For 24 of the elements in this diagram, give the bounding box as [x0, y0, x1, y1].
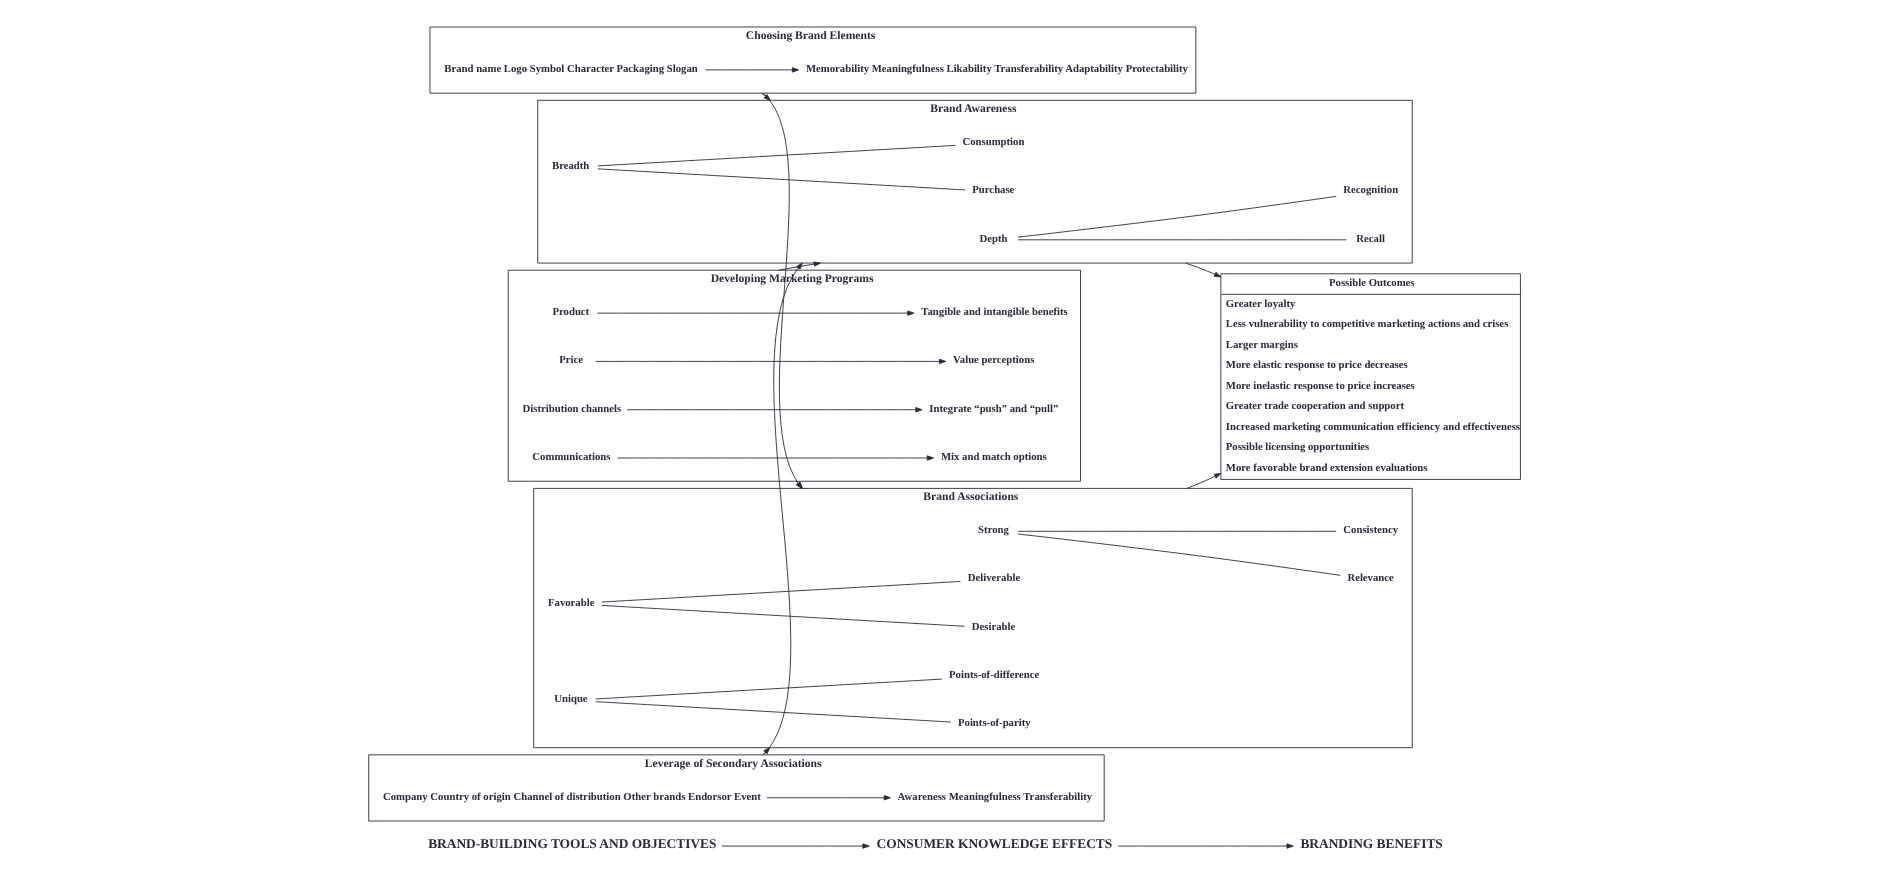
arrow	[705, 67, 800, 73]
connector	[595, 701, 952, 723]
arrow	[778, 261, 821, 271]
arrow	[721, 843, 870, 849]
connector	[595, 678, 943, 700]
arrow	[1186, 473, 1222, 489]
connector	[1017, 195, 1337, 238]
arrow	[626, 407, 923, 413]
arrow	[595, 358, 947, 365]
arrow	[1117, 843, 1294, 849]
connector	[1017, 530, 1337, 532]
connector	[1017, 533, 1341, 576]
arrow	[617, 455, 934, 461]
connector	[1017, 239, 1347, 241]
arrow	[1184, 262, 1222, 278]
arrow	[766, 795, 891, 801]
connector	[597, 168, 966, 191]
arrow	[795, 480, 803, 489]
arrow	[762, 747, 771, 756]
connector	[601, 605, 965, 627]
connector	[601, 581, 961, 603]
arrow	[763, 262, 803, 756]
arrow	[596, 310, 915, 316]
connector	[597, 144, 956, 167]
